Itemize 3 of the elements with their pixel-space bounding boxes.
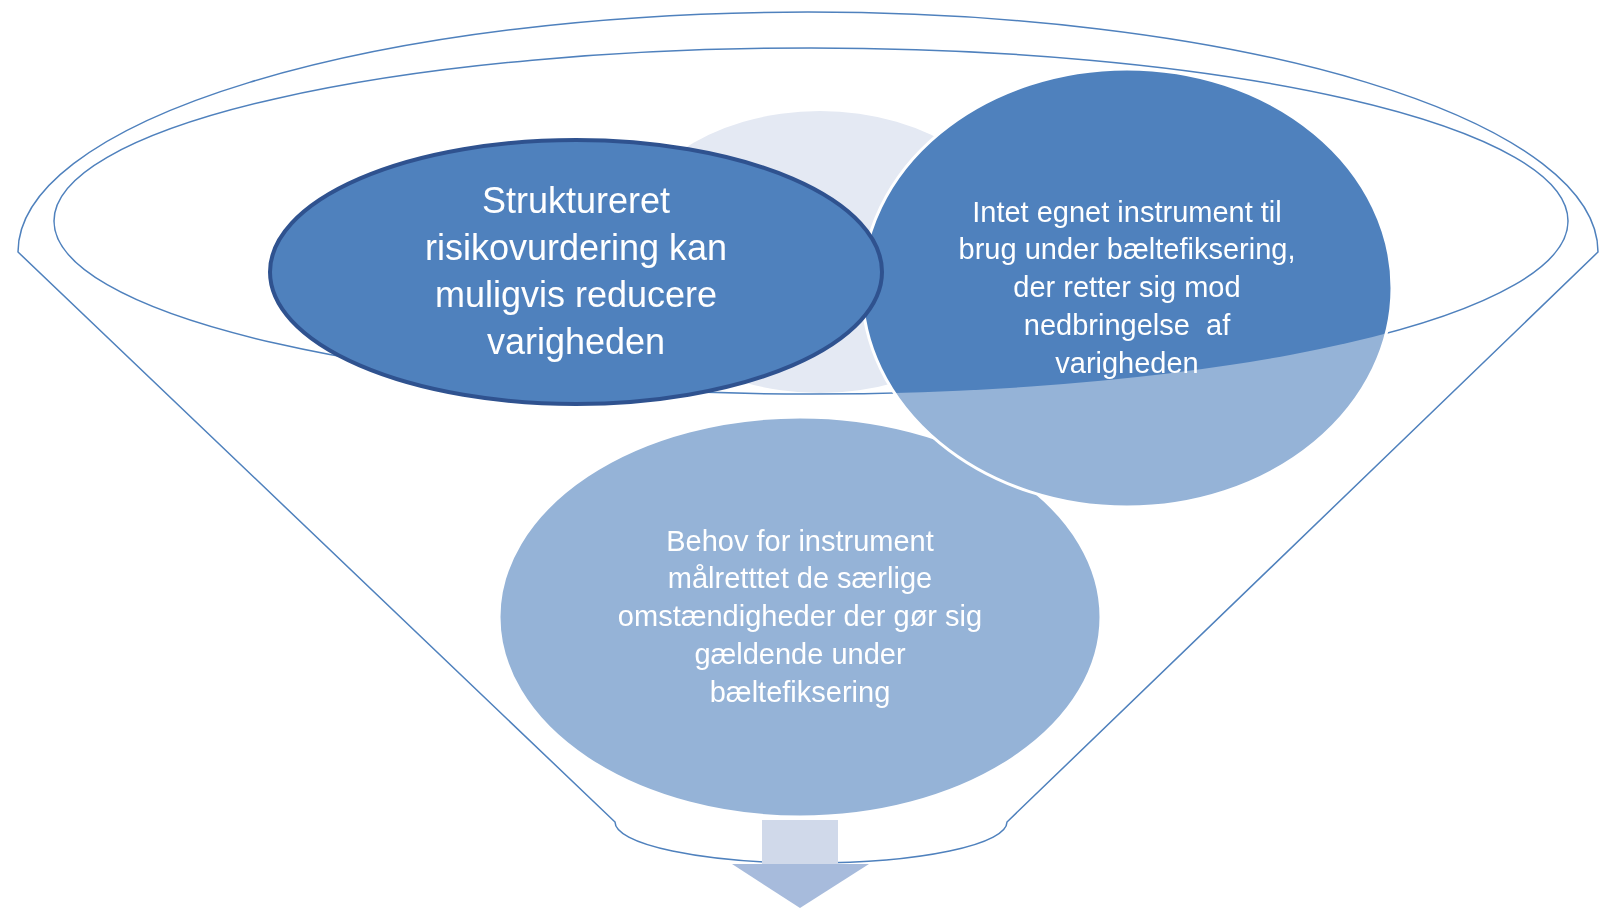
node-text: Behov for instrument målretttet de særlige omstændigheder der gør sig gældende under bæltefiksering bbox=[616, 523, 984, 710]
node-text: Intet egnet instrument til brug under bæltefiksering, der retter sig mod nedbringelse af varigheden bbox=[957, 194, 1297, 381]
node-text: Struktureret risikovurdering kan muligvis reducere varigheden bbox=[423, 179, 729, 364]
